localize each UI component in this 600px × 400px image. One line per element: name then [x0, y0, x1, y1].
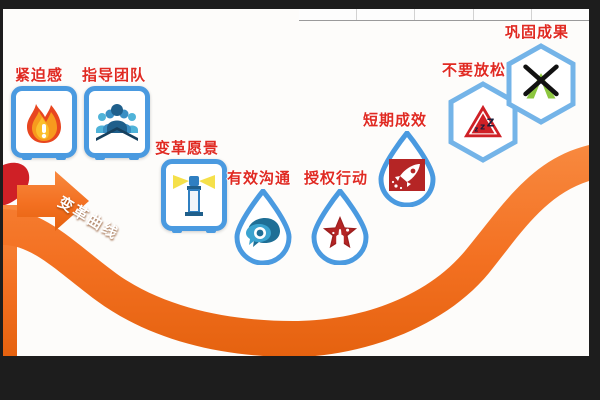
step-badge-6[interactable] — [377, 131, 437, 207]
team-group-icon — [96, 104, 138, 141]
badge-icon-slot: Z z z — [463, 101, 503, 143]
letterbox-band-left — [0, 9, 3, 356]
step-badge-5[interactable] — [310, 189, 370, 265]
lighthouse-icon — [173, 175, 215, 216]
curve-arrow-head — [17, 171, 89, 231]
step-badge-8[interactable] — [503, 43, 579, 125]
badge-foot — [95, 153, 105, 160]
tent-house-icon — [523, 64, 559, 99]
letterbox-band-top — [0, 0, 600, 9]
step-label-8: 巩固成果 — [505, 23, 570, 41]
spreadsheet-cell[interactable] — [531, 9, 589, 20]
letterbox-band-right — [589, 0, 600, 400]
step-label-2: 指导团队 — [82, 66, 147, 84]
badge-foot — [22, 153, 32, 160]
spreadsheet-cell[interactable] — [415, 9, 474, 20]
speech-bubbles-icon — [246, 218, 280, 247]
step-label-5: 授权行动 — [304, 169, 369, 187]
badge-icon-slot — [245, 213, 281, 253]
rocket-icon — [389, 159, 425, 191]
curve-band — [3, 145, 589, 356]
star-hand-icon — [322, 215, 358, 249]
step-badge-3[interactable] — [161, 159, 227, 233]
change-curve-svg — [3, 145, 589, 356]
badge-icon-slot — [389, 155, 425, 195]
svg-text:z: z — [480, 123, 485, 133]
flame-icon — [27, 104, 61, 143]
badge-foot — [56, 153, 66, 160]
step-label-6: 短期成效 — [363, 111, 428, 129]
badge-foot — [129, 153, 139, 160]
heart-blob — [3, 162, 30, 206]
step-label-7: 不要放松 — [442, 61, 507, 79]
letterbox-band-bottom — [0, 356, 600, 400]
sleep-warning-icon: Z z z — [463, 104, 503, 138]
spreadsheet-cell[interactable] — [357, 9, 416, 20]
spreadsheet-cell[interactable] — [473, 9, 532, 20]
badge-foot — [206, 226, 216, 233]
spreadsheet-strip[interactable] — [299, 9, 589, 21]
diagram-canvas: 变革曲线 紧迫感 指导团队 — [3, 9, 589, 356]
change-curve-graphic: 变革曲线 — [3, 9, 589, 356]
badge-icon-slot — [322, 213, 358, 253]
step-label-3: 变革愿景 — [155, 139, 220, 157]
step-badge-2[interactable] — [84, 86, 150, 160]
step-badge-7[interactable]: Z z z — [445, 81, 521, 163]
step-label-1: 紧迫感 — [15, 66, 64, 84]
svg-text:z: z — [474, 126, 478, 134]
spreadsheet-cell[interactable] — [299, 9, 358, 20]
step-label-4: 有效沟通 — [227, 169, 292, 187]
svg-text:Z: Z — [487, 118, 495, 130]
badge-icon-slot — [521, 63, 561, 105]
step-badge-4[interactable] — [233, 189, 293, 265]
badge-foot — [172, 226, 182, 233]
step-badge-1[interactable] — [11, 86, 77, 160]
